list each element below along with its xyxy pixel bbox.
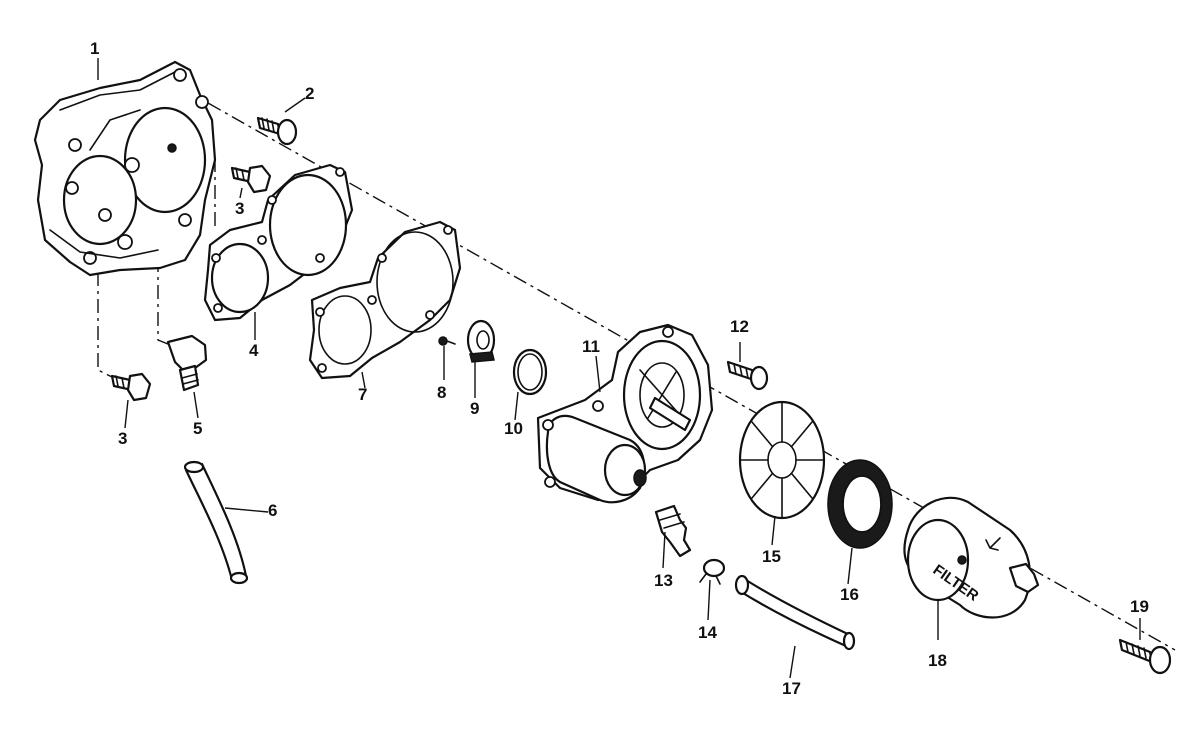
- valve-9: [466, 319, 496, 363]
- elbow-fitting-5: [166, 334, 208, 392]
- callout-18: 18: [928, 651, 947, 670]
- callout-3-lower: 3: [118, 429, 127, 448]
- nozzle-fitting-13: [654, 504, 692, 558]
- callout-11: 11: [582, 337, 600, 356]
- callout-labels: 1 2 3 3 4 5 6 7 8 9 10 11 12 13 14 15 16…: [90, 39, 1149, 698]
- hose-clip-14: [699, 558, 726, 585]
- hose-17: [734, 574, 856, 651]
- callout-12: 12: [730, 317, 749, 336]
- callout-5: 5: [193, 419, 202, 438]
- callout-13: 13: [654, 571, 673, 590]
- screw-8: [438, 336, 456, 346]
- seal-ring-16: [827, 459, 893, 549]
- callout-2: 2: [305, 84, 314, 103]
- screw-2: [256, 116, 298, 146]
- gasket-4: [203, 163, 354, 322]
- callout-14: 14: [698, 623, 717, 642]
- o-ring-10: [512, 348, 548, 396]
- filter-screen-15: [738, 400, 826, 520]
- callout-10: 10: [504, 419, 523, 438]
- callout-19: 19: [1130, 597, 1149, 616]
- pump-body-housing: [33, 60, 217, 277]
- callout-3-upper: 3: [235, 199, 244, 218]
- callout-8: 8: [437, 383, 446, 402]
- callout-7: 7: [358, 385, 367, 404]
- filter-bowl-18: FILTER: [903, 496, 1040, 619]
- callout-15: 15: [762, 547, 781, 566]
- callout-9: 9: [470, 399, 479, 418]
- screw-19: [1118, 638, 1172, 675]
- hex-bolt-3-lower: [110, 372, 152, 402]
- callout-leaders: [97, 58, 1141, 679]
- hex-bolt-3-upper: [230, 164, 272, 194]
- callout-17: 17: [782, 679, 801, 698]
- pump-cover-11: [536, 323, 714, 504]
- screw-12: [726, 360, 769, 391]
- callout-1: 1: [90, 39, 99, 58]
- callout-16: 16: [840, 585, 859, 604]
- callout-6: 6: [268, 501, 277, 520]
- hose-6: [183, 460, 249, 585]
- callout-4: 4: [249, 341, 259, 360]
- diaphragm-7: [308, 220, 462, 380]
